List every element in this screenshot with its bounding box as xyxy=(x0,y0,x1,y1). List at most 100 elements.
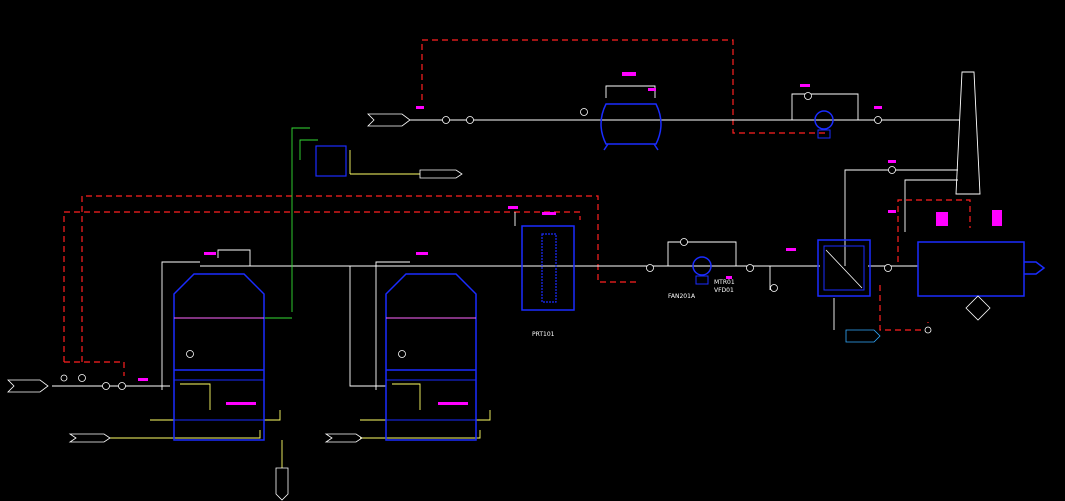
flag-cooler-out xyxy=(419,169,463,179)
tag-inlet xyxy=(138,378,148,381)
reagent-line-1c xyxy=(180,383,211,410)
process-lines xyxy=(52,85,960,390)
chamber-body xyxy=(917,241,1025,297)
fan-main-casing xyxy=(692,256,712,276)
flag-reagent-1 xyxy=(68,433,111,443)
gauge-scrubber2 xyxy=(398,350,406,358)
instrument-tags xyxy=(138,72,1002,405)
tag-chamber-a xyxy=(936,212,948,226)
stack-branch xyxy=(844,169,958,266)
tag-scrubber2-sump xyxy=(438,402,468,405)
gauge-inlet xyxy=(78,374,86,382)
filter-housing xyxy=(521,225,575,311)
scrubber-2-sump xyxy=(385,379,477,421)
tag-top-inlet xyxy=(416,106,424,109)
valve-top-1 xyxy=(442,116,450,124)
tag-tank-2 xyxy=(648,88,656,91)
flag-reagent-2 xyxy=(324,433,363,443)
filter-media xyxy=(541,233,557,303)
scrubber-tower-2 xyxy=(385,273,477,441)
gauge-heater xyxy=(770,284,778,292)
control-signal-lines xyxy=(63,39,971,376)
reagent-line-2 xyxy=(360,430,481,439)
flag-burner-drain xyxy=(845,329,881,343)
tag-heater xyxy=(786,248,796,251)
gauge-tank xyxy=(580,108,588,116)
fan-top-casing xyxy=(814,110,834,130)
fan-main-motor xyxy=(695,275,709,285)
tag-tank xyxy=(622,72,636,76)
valve-inlet-1 xyxy=(102,382,110,390)
scrubber-2-body xyxy=(385,273,477,441)
scrubber-tower-1 xyxy=(173,273,265,441)
stack-branch-2 xyxy=(904,179,958,232)
tank-leg-left xyxy=(603,143,609,151)
heater-inner xyxy=(823,245,865,291)
scrubber1-to-scrubber2 xyxy=(349,266,386,387)
signal-loop-mid xyxy=(81,195,640,362)
label-filter: PRT101 xyxy=(532,331,555,338)
fan-bypass xyxy=(667,241,737,266)
gauge-fan xyxy=(680,238,688,246)
signal-loop-top xyxy=(421,39,828,134)
valve-top-2 xyxy=(466,116,474,124)
labels: PRT101 FAN201A MTR01 VFD01 xyxy=(532,279,735,338)
scrubber1-loop xyxy=(161,261,200,390)
chamber-ash-valve xyxy=(965,295,991,321)
signal-loop-left xyxy=(63,211,581,362)
signal-loop-right-2 xyxy=(897,199,971,262)
tag-stack-valve xyxy=(874,106,882,109)
scrubber2-loop xyxy=(375,261,410,390)
reagent-line-2c xyxy=(392,383,421,410)
tag-chamber-b xyxy=(992,210,1002,226)
fan-main xyxy=(692,256,712,285)
cooler-box xyxy=(315,145,347,177)
heater-unit xyxy=(817,239,871,297)
label-drive: VFD01 xyxy=(714,287,734,294)
exhaust-stack xyxy=(955,71,981,195)
gauge-burner-drain xyxy=(924,326,932,334)
reagent-line-1b xyxy=(150,410,281,421)
stream-flags xyxy=(7,113,881,501)
valve-stack-branch xyxy=(888,166,896,174)
filter-unit xyxy=(521,225,575,311)
water-line-main xyxy=(291,127,310,312)
combustion-chamber xyxy=(917,241,1046,321)
flag-drain xyxy=(275,467,289,501)
instruments xyxy=(60,92,932,390)
tag-burner-inlet xyxy=(888,210,896,213)
tag-filter-a xyxy=(508,206,518,209)
label-motor: MTR01 xyxy=(714,279,735,286)
scrubber1-top-link xyxy=(217,249,251,266)
tank-leg-right xyxy=(653,143,659,151)
heater-outer xyxy=(817,239,871,297)
tank-instrument-link xyxy=(605,85,656,98)
tag-scrubber1-top xyxy=(204,252,216,255)
tag-scrubber2-top xyxy=(416,252,428,255)
burner-nozzle xyxy=(1024,261,1046,275)
gauge-scrubber1 xyxy=(186,350,194,358)
scrubber-1-body xyxy=(173,273,265,441)
tag-scrubber1-sump xyxy=(226,402,256,405)
tag-stack-branch xyxy=(888,160,896,163)
valve-stack xyxy=(874,116,882,124)
signal-loop-right xyxy=(879,285,929,331)
horizontal-tank xyxy=(600,103,662,151)
valve-mid-1 xyxy=(646,264,654,272)
gauge-inlet-2 xyxy=(60,374,68,382)
label-fan-main: FAN201A xyxy=(668,293,696,300)
tag-filter-b xyxy=(542,212,556,215)
water-lines xyxy=(262,127,318,319)
gauge-fan-top xyxy=(804,92,812,100)
valve-mid-2 xyxy=(746,264,754,272)
flag-gas-inlet xyxy=(7,379,49,393)
signal-loop-inlet xyxy=(64,361,125,376)
flag-top-inlet xyxy=(367,113,411,127)
water-line-branch xyxy=(299,139,318,160)
tag-fan-main xyxy=(726,276,732,279)
reagent-line-2b xyxy=(360,410,491,421)
tank-shell xyxy=(600,103,662,145)
equipment xyxy=(173,71,1046,441)
reagent-line-1 xyxy=(110,430,261,439)
